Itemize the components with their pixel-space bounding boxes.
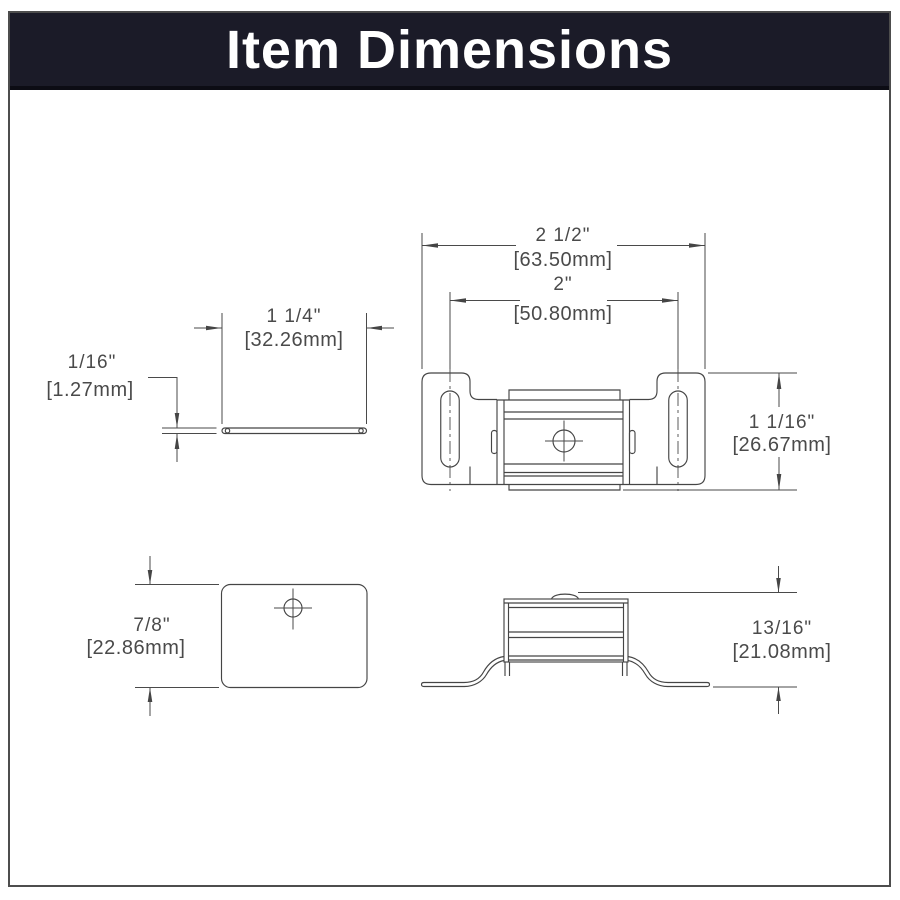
- left-side-tab: [490, 429, 498, 455]
- catch-height-dimension: 13/16" [21.08mm]: [578, 566, 831, 714]
- plate-width-inches-label: 7/8": [133, 615, 170, 636]
- right-wing: [627, 655, 711, 688]
- catch-front-view-drawing: [420, 593, 711, 688]
- plate-width-mm-label: [22.86mm]: [87, 637, 186, 659]
- plate-length-mm-label: [32.26mm]: [245, 329, 344, 351]
- arrowhead-up: [776, 373, 782, 389]
- arrowhead-left: [367, 325, 382, 331]
- arrowhead-up: [776, 687, 781, 701]
- arrowhead-up: [174, 434, 180, 449]
- plate-thickness-mm-label: [1.27mm]: [46, 379, 133, 401]
- plate-top-view-drawing: [220, 583, 368, 689]
- arrowhead-down: [147, 570, 153, 585]
- housing-body: [503, 598, 629, 663]
- plate-length-inches-label: 1 1/4": [266, 306, 321, 327]
- plate-thickness-dimension: 1/16" [1.27mm]: [46, 352, 217, 462]
- right-side-tab: [628, 429, 636, 455]
- plate-width-dimension: 7/8" [22.86mm]: [87, 556, 219, 716]
- content-frame: Item Dimensions: [8, 11, 891, 887]
- page-title: Item Dimensions: [225, 19, 674, 80]
- housing-bottom-tab: [508, 484, 621, 491]
- overall-width-mm-label: [63.50mm]: [514, 249, 613, 271]
- arrowhead-down: [776, 578, 781, 593]
- catch-depth-inches-label: 1 1/16": [749, 412, 816, 433]
- catch-depth-dimension: 1 1/16" [26.67mm]: [623, 372, 832, 491]
- strike-plate-edge: [221, 427, 368, 435]
- catch-depth-mm-label: [26.67mm]: [733, 434, 832, 456]
- arrowhead-right: [662, 298, 678, 303]
- rivet-dome: [550, 593, 580, 600]
- screw-spacing-dimension: 2" [50.80mm]: [450, 274, 678, 325]
- overall-width-inches-label: 2 1/2": [535, 225, 590, 246]
- overall-width-dimension: 2 1/2" [63.50mm]: [421, 225, 706, 369]
- arrowhead-right: [689, 243, 705, 248]
- arrowhead-down: [776, 474, 782, 490]
- title-bar: Item Dimensions: [10, 13, 889, 90]
- catch-height-mm-label: [21.08mm]: [733, 641, 832, 663]
- arrowhead-left: [450, 298, 466, 303]
- arrowhead-left: [422, 243, 438, 248]
- housing-top-tab: [508, 389, 621, 400]
- strike-plate-face: [220, 583, 368, 689]
- arrowhead-up: [147, 687, 153, 702]
- screw-spacing-inches-label: 2": [553, 274, 572, 295]
- plate-side-view-drawing: [221, 427, 368, 435]
- plate-thickness-inches-label: 1/16": [68, 352, 117, 373]
- screw-spacing-mm-label: [50.80mm]: [514, 303, 613, 325]
- left-wing: [420, 655, 505, 688]
- catch-top-view-drawing: [421, 292, 706, 491]
- arrowhead-down: [174, 413, 180, 428]
- plate-length-dimension: 1 1/4" [32.26mm]: [194, 306, 394, 424]
- arrowhead-right: [206, 325, 222, 331]
- catch-height-inches-label: 13/16": [752, 618, 812, 639]
